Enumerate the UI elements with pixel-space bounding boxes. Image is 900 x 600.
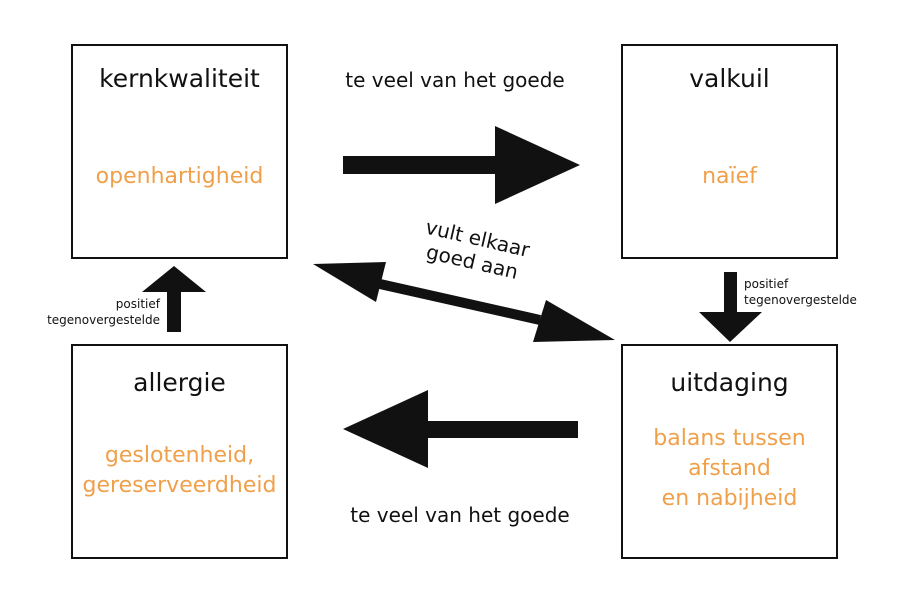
box-title-valkuil: valkuil — [689, 64, 770, 93]
box-value-uitdaging: balans tussen afstand en nabijheid — [653, 426, 806, 511]
arrow-valkuil-to-uitdaging — [699, 272, 762, 342]
box-value-kernkwaliteit: openhartigheid — [95, 164, 264, 189]
label-left-vertical: positief tegenovergestelde — [47, 297, 160, 327]
box-title-kernkwaliteit: kernkwaliteit — [99, 64, 260, 93]
label-top-arrow: te veel van het goede — [345, 68, 565, 92]
arrow-kernkwaliteit-to-valkuil — [343, 126, 580, 204]
box-kernkwaliteit: kernkwaliteit openhartigheid — [71, 44, 288, 259]
arrow-uitdaging-to-allergie — [343, 390, 578, 468]
label-bottom-arrow: te veel van het goede — [350, 503, 570, 527]
arrow-diagonal-double — [313, 262, 615, 342]
box-valkuil: valkuil naïef — [621, 44, 838, 259]
box-allergie: allergie geslotenheid, gereserveerdheid — [71, 344, 288, 559]
arrow-allergie-to-kernkwaliteit — [142, 266, 206, 332]
box-value-valkuil: naïef — [702, 164, 757, 189]
label-right-vertical: positief tegenovergestelde — [744, 277, 857, 307]
box-uitdaging: uitdaging balans tussen afstand en nabij… — [621, 344, 838, 559]
box-title-uitdaging: uitdaging — [670, 368, 789, 397]
box-title-allergie: allergie — [133, 368, 226, 397]
box-value-allergie: geslotenheid, gereserveerdheid — [82, 443, 277, 498]
